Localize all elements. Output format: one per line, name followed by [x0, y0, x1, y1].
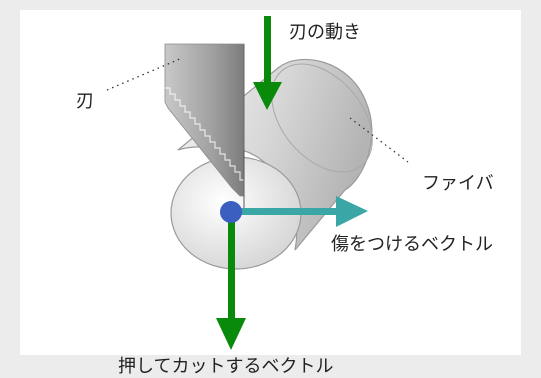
contact-point [220, 201, 242, 223]
blade-motion-arrow [253, 16, 282, 110]
scoring-vector-arrow [240, 196, 368, 227]
pushing-vector-arrow [216, 212, 246, 350]
blade-motion-label: 刃の動き [289, 22, 361, 43]
blade-body [164, 43, 245, 197]
pushing-vector-label: 押してカットするベクトル [118, 356, 334, 377]
blade-serrated-edge [165, 87, 245, 196]
scoring-vector-label: 傷をつけるベクトル [331, 234, 493, 255]
blade [164, 43, 245, 212]
blade-label: 刃 [76, 91, 94, 112]
fiber-leader-line [349, 117, 409, 163]
fiber-label: ファイバ [422, 173, 494, 194]
fiber-back-end [271, 63, 373, 173]
